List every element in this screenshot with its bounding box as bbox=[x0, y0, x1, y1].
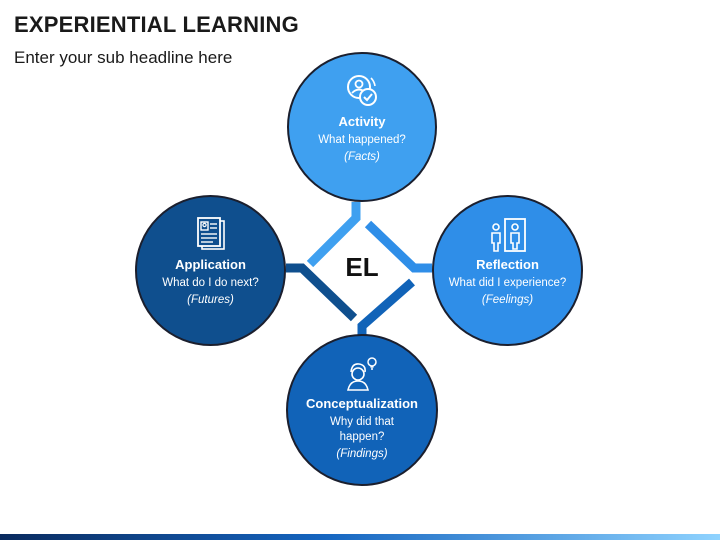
stage-reflection-tag: (Feelings) bbox=[481, 294, 534, 306]
stage-conceptualization-name: Conceptualization bbox=[306, 396, 418, 411]
page-subtitle: Enter your sub headline here bbox=[14, 48, 233, 67]
connector-bottom-right bbox=[357, 278, 415, 336]
stage-activity: Activity What happened? (Facts) bbox=[287, 52, 437, 202]
idea-icon bbox=[347, 357, 377, 391]
stage-application: Application What do I do next? (Futures) bbox=[135, 195, 286, 346]
center-label: EL bbox=[345, 252, 379, 282]
stage-application-tag: (Futures) bbox=[187, 294, 234, 306]
stage-conceptualization-question: Why did that happen? bbox=[330, 415, 394, 445]
stage-activity-name: Activity bbox=[338, 114, 386, 129]
bottom-accent-bar bbox=[0, 534, 720, 540]
stage-application-question: What do I do next? bbox=[162, 277, 259, 289]
connector-top-right bbox=[364, 220, 432, 273]
stage-conceptualization-question-line1: Why did that bbox=[330, 416, 394, 428]
stage-activity-tag: (Facts) bbox=[344, 151, 380, 163]
stage-application-name: Application bbox=[175, 257, 246, 272]
connector-bottom-left bbox=[286, 263, 358, 322]
stage-conceptualization: Conceptualization Why did that happen? (… bbox=[286, 334, 438, 486]
stage-reflection-question: What did I experience? bbox=[448, 277, 567, 289]
stage-conceptualization-tag: (Findings) bbox=[336, 448, 388, 460]
stage-reflection: Reflection What did I experience? (Feeli… bbox=[432, 195, 583, 346]
connector-top-left bbox=[306, 202, 361, 268]
application-icon bbox=[196, 217, 225, 250]
page-title: EXPERIENTIAL LEARNING bbox=[14, 12, 299, 37]
reflection-icon bbox=[490, 218, 526, 252]
stage-conceptualization-question-line2: happen? bbox=[339, 431, 385, 443]
stage-reflection-name: Reflection bbox=[476, 257, 539, 272]
stage-activity-question: What happened? bbox=[318, 134, 406, 146]
activity-icon bbox=[347, 75, 377, 106]
